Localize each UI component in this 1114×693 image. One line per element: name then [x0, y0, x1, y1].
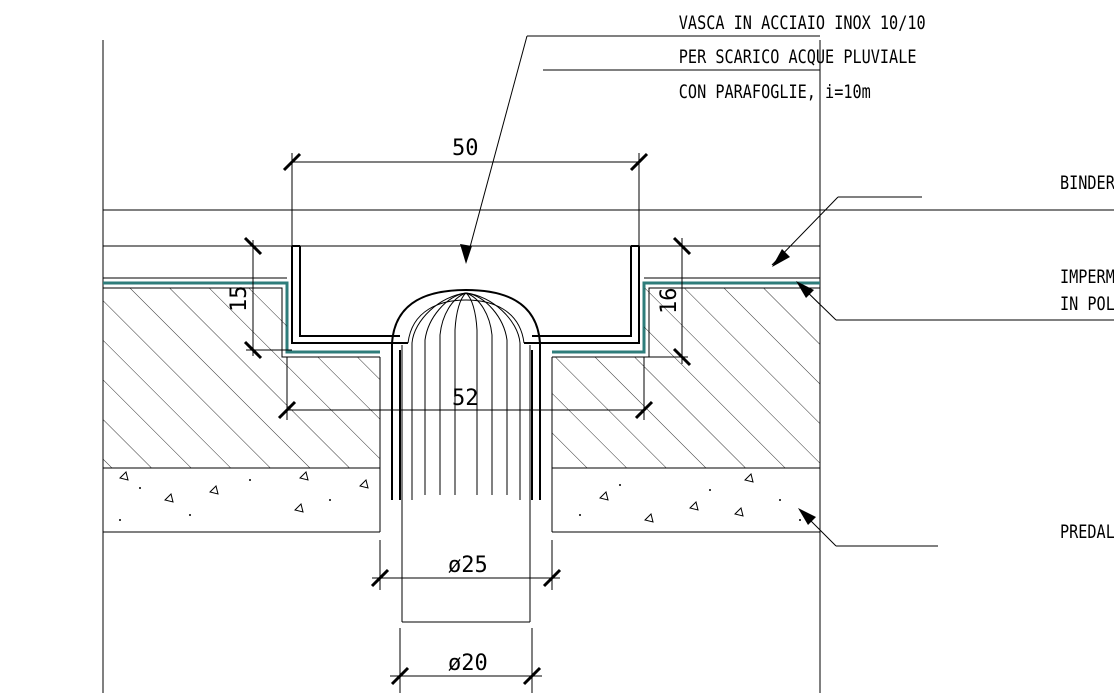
predalle-aggregate — [119, 471, 801, 523]
dimension-width-mid: 52 — [277, 357, 654, 420]
callout-impermeabilizzazione: IMPERMEABILIZZAZIONE CON TN IN POLIESTER… — [796, 266, 1114, 321]
callout-vasca: VASCA IN ACCIAIO INOX 10/10 PER SCARICO … — [460, 12, 926, 264]
dimension-depth-right-label: 16 — [657, 288, 682, 315]
binder-layer — [103, 209, 1114, 279]
dimension-width-mid-label: 52 — [452, 386, 479, 411]
stainless-basin — [291, 245, 640, 344]
dimension-pipe-inner: ø20 — [390, 628, 542, 693]
dimension-pipe-outer: ø25 — [370, 540, 562, 590]
callout-binder: BINDER — [771, 172, 1114, 267]
dimension-pipe-inner-label: ø20 — [448, 651, 488, 676]
predalle-layer — [103, 471, 820, 533]
callout-predalle: PREDALLE — [798, 508, 1114, 547]
drain-pipe — [379, 343, 553, 623]
dimension-depth-left: 15 — [227, 236, 292, 360]
callout-binder-text: BINDER — [1060, 172, 1114, 194]
dimension-pipe-outer-label: ø25 — [448, 553, 488, 578]
dimension-depth-left-label: 15 — [227, 286, 252, 313]
dimension-width-top: 50 — [282, 136, 649, 246]
dimension-depth-right: 16 — [639, 236, 692, 367]
dimension-width-top-label: 50 — [452, 136, 479, 161]
callout-vasca-line2: PER SCARICO ACQUE PLUVIALE — [679, 46, 917, 68]
leaf-guard-dome — [391, 288, 541, 500]
callout-impermeabilizzazione-line1: IMPERMEABILIZZAZIONE CON TN — [1060, 266, 1114, 288]
callout-vasca-line3: CON PARAFOGLIE, i=10m — [679, 81, 871, 103]
callout-predalle-text: PREDALLE — [1060, 521, 1114, 543]
callout-impermeabilizzazione-line2: IN POLIESTERE E BITUME (1cm — [1060, 293, 1114, 315]
callout-vasca-line1: VASCA IN ACCIAIO INOX 10/10 — [679, 12, 926, 34]
concrete-slab-hatch — [103, 288, 820, 469]
